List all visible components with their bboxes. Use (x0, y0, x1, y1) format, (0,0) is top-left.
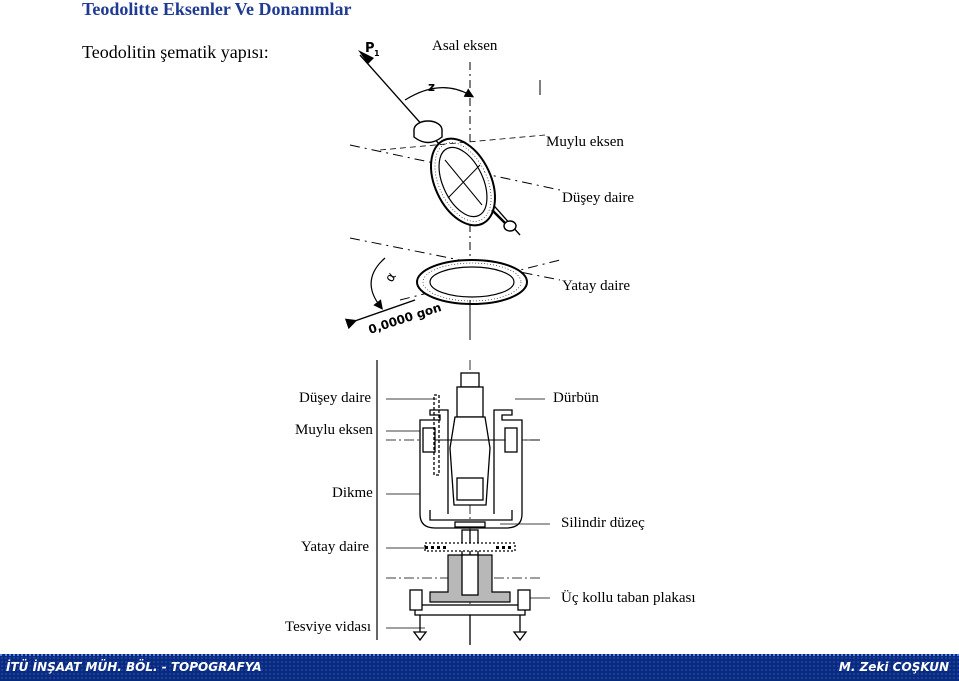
alpha-arc (370, 257, 386, 310)
page-title: Teodolitte Eksenler Ve Donanımlar (82, 0, 352, 19)
zero-reading-arrow (344, 299, 416, 330)
label-dusey-daire-bottom: Düşey daire (299, 390, 372, 406)
label-yatay-daire-top: Yatay daire (562, 278, 631, 294)
label-durbun: Dürbün (553, 390, 599, 406)
zenith-arc (404, 86, 475, 101)
axis-arrow-icon (358, 50, 374, 64)
zero-reading-label: 0,0000 gon (367, 300, 443, 337)
instrument-body (409, 372, 531, 645)
footer-left-text: İTÜ İNŞAAT MÜH. BÖL. - TOPOGRAFYA (6, 660, 262, 674)
point-label: P (365, 41, 375, 56)
label-yatay-daire-bottom: Yatay daire (301, 539, 370, 555)
page-subtitle: Teodolitin şematik yapısı: (82, 42, 269, 62)
label-dikme: Dikme (332, 485, 373, 501)
zenith-label: z (428, 80, 435, 94)
label-asal-eksen: Asal eksen (432, 38, 498, 54)
label-uc-kollu-taban-plakasi: Üç kollu taban plakası (561, 590, 696, 606)
label-muylu-eksen-bottom: Muylu eksen (295, 422, 373, 438)
label-muylu-eksen-top: Muylu eksen (546, 134, 624, 150)
top-schematic (344, 50, 561, 340)
alpha-label: α (382, 270, 399, 285)
point-sub-label: 1 (374, 49, 380, 58)
footer-right-text: M. Zeki COŞKUN (838, 660, 949, 674)
footer-bar: İTÜ İNŞAAT MÜH. BÖL. - TOPOGRAFYA M. Zek… (0, 654, 959, 681)
label-silindir-duzec: Silindir düzeç (561, 515, 645, 531)
label-dusey-daire-top: Düşey daire (562, 190, 635, 206)
horizontal-circle-ticks (425, 546, 511, 549)
label-tesviye-vidasi: Tesviye vidası (285, 619, 372, 635)
